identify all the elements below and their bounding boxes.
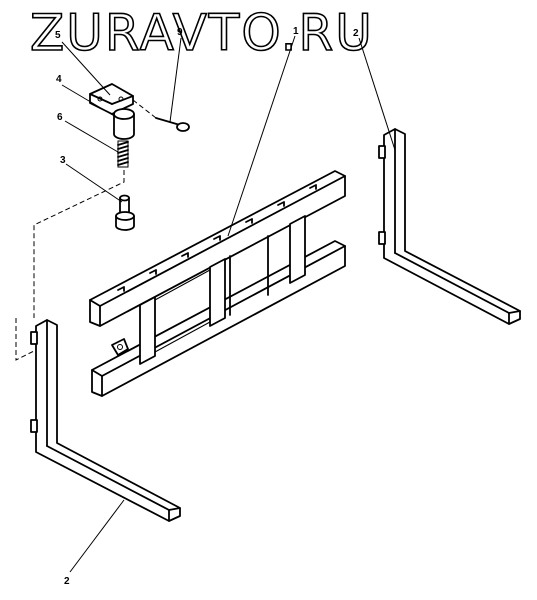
spring-part [117, 140, 129, 168]
watermark-text: ZURAVTO.RU [30, 4, 374, 62]
callout-latch: 5 [55, 30, 61, 41]
assembly-dashed-line-2 [15, 318, 37, 361]
bolt-part [132, 99, 190, 132]
callout-frame: 1 [293, 26, 299, 37]
callout-pin: 3 [60, 155, 66, 166]
fork-carriage-frame [89, 170, 346, 397]
callout-bushing: 4 [56, 74, 62, 85]
fork-left [30, 319, 181, 522]
pin-part [115, 194, 135, 231]
bushing-part [113, 108, 135, 140]
leader-lines [61, 35, 396, 573]
callout-fork-right: 2 [353, 28, 359, 39]
latch-part [89, 83, 134, 115]
callout-fork-left: 2 [64, 576, 70, 587]
fork-right [378, 128, 521, 325]
callout-bolt: 9 [177, 27, 183, 38]
callout-spring: 6 [57, 112, 63, 123]
